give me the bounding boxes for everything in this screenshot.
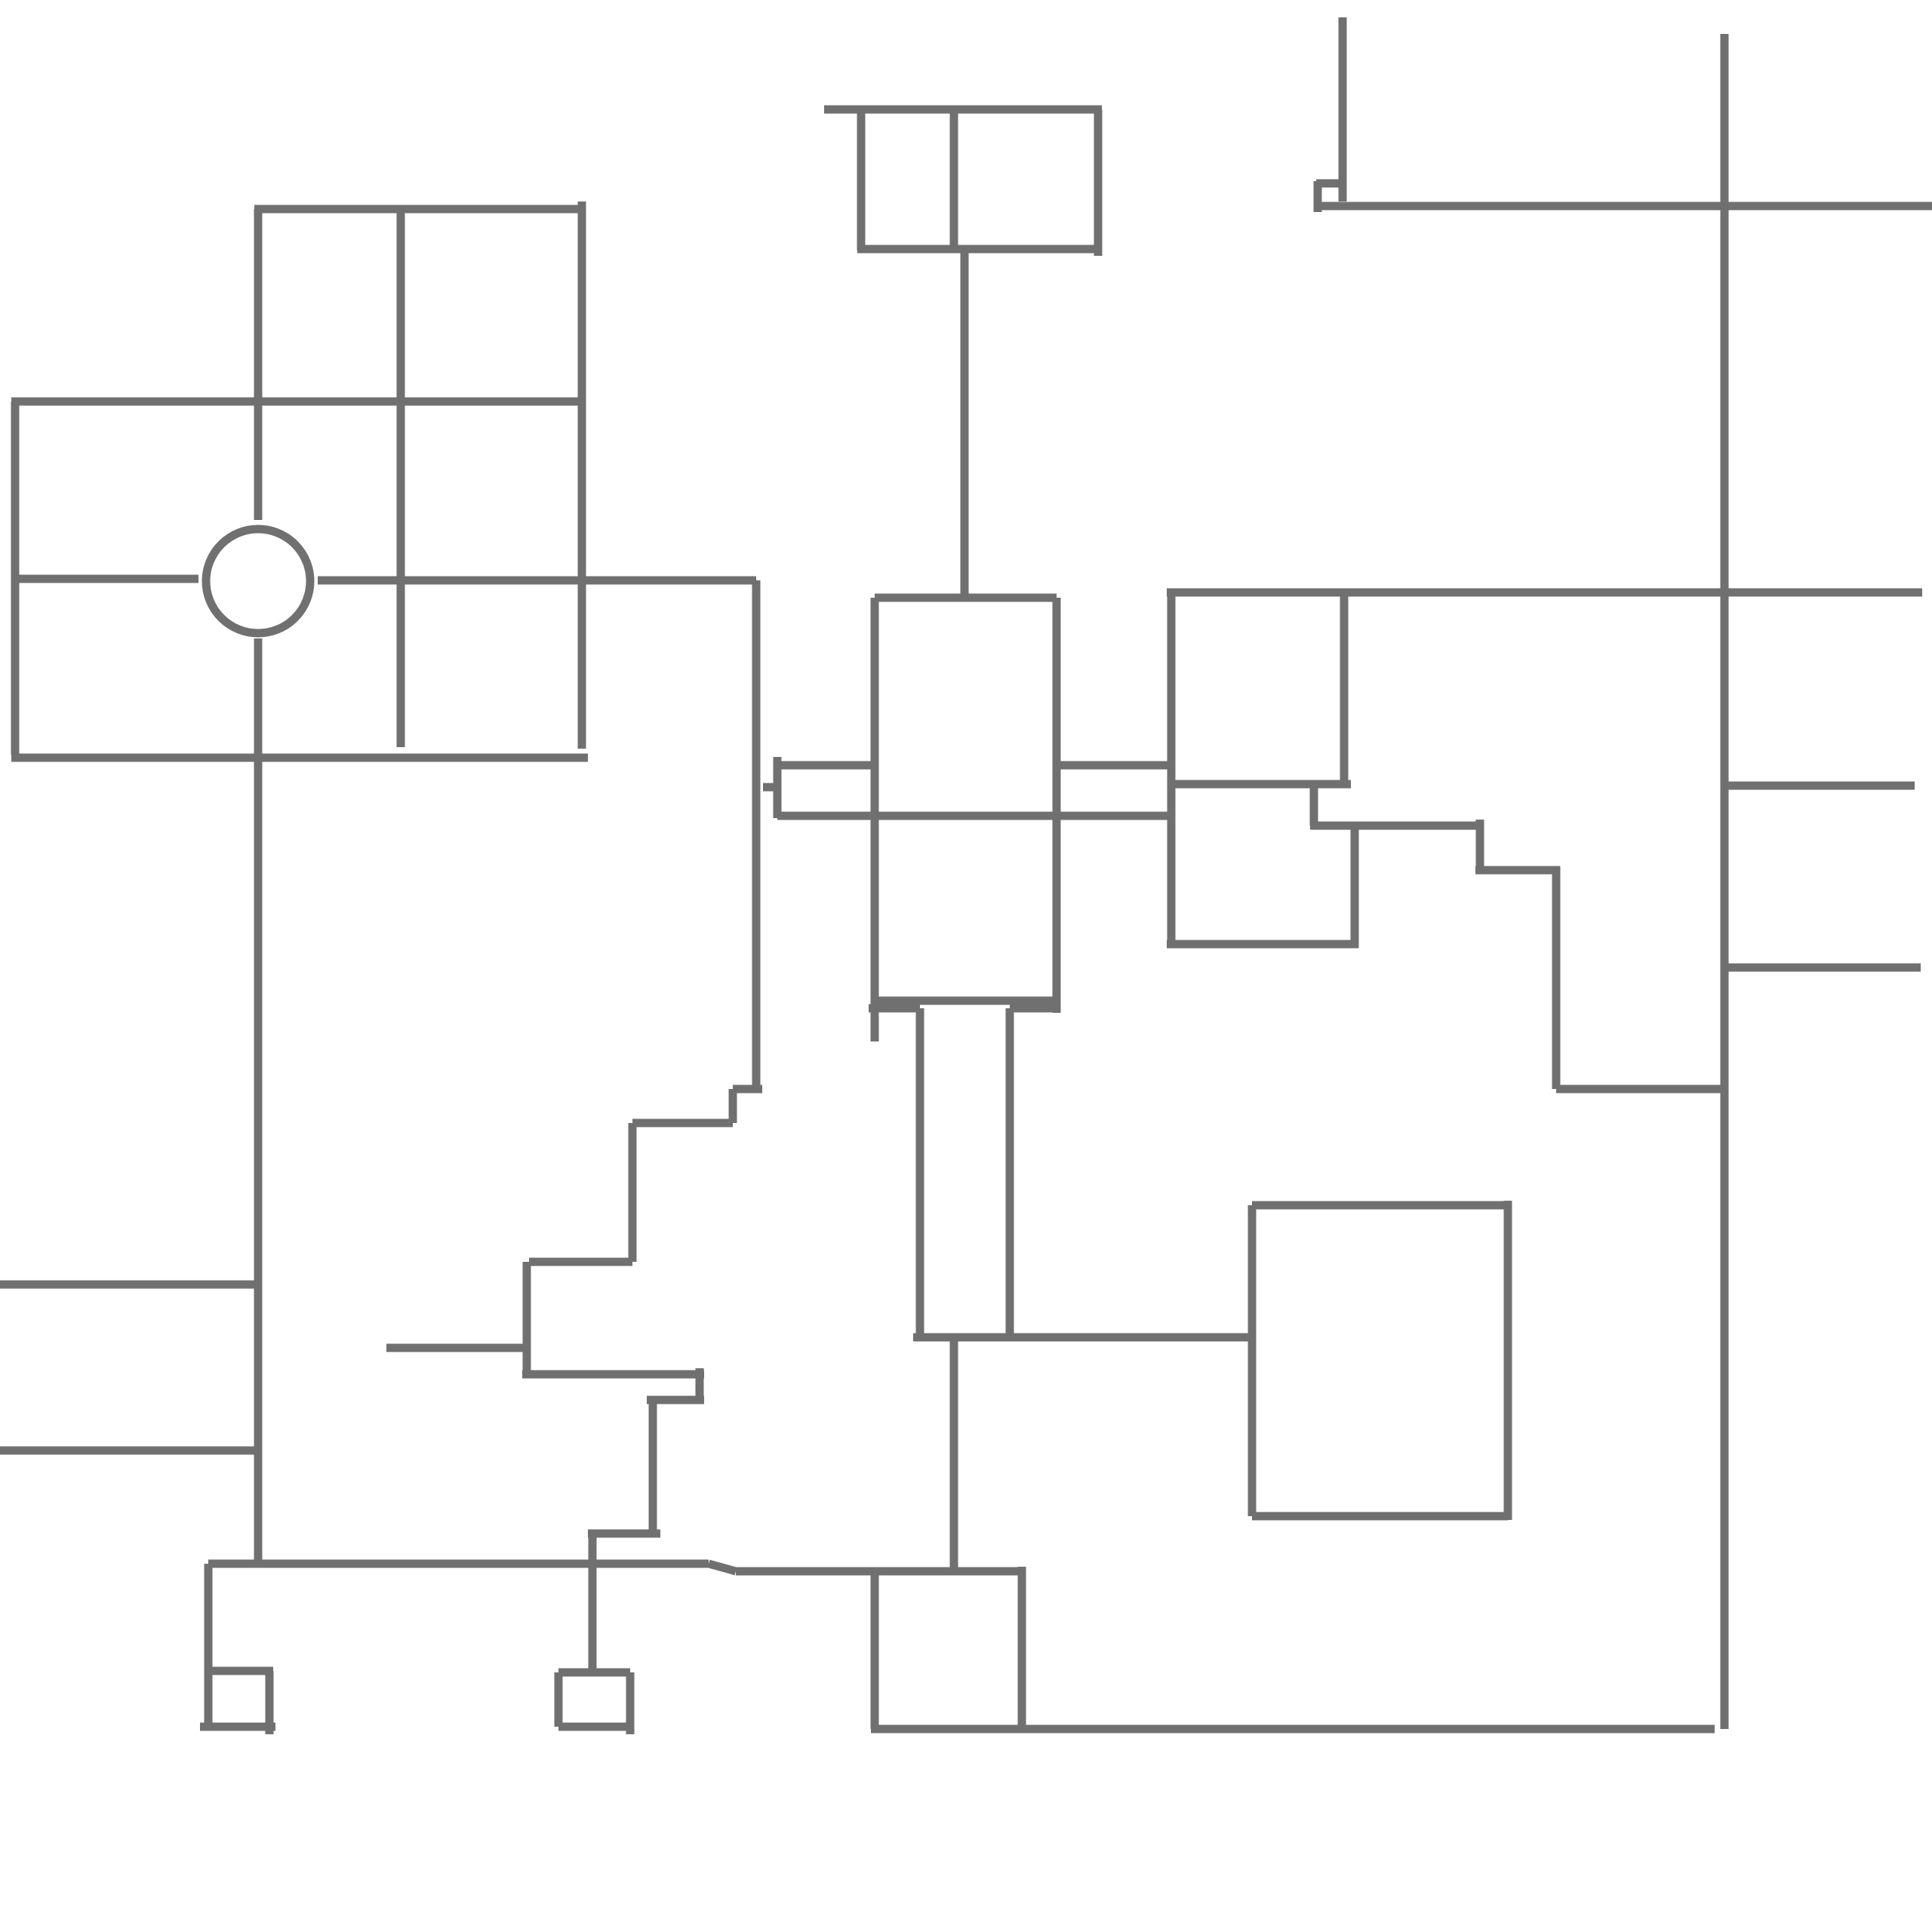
road-segment xyxy=(707,1559,737,1576)
roundabout-circle xyxy=(202,525,315,638)
